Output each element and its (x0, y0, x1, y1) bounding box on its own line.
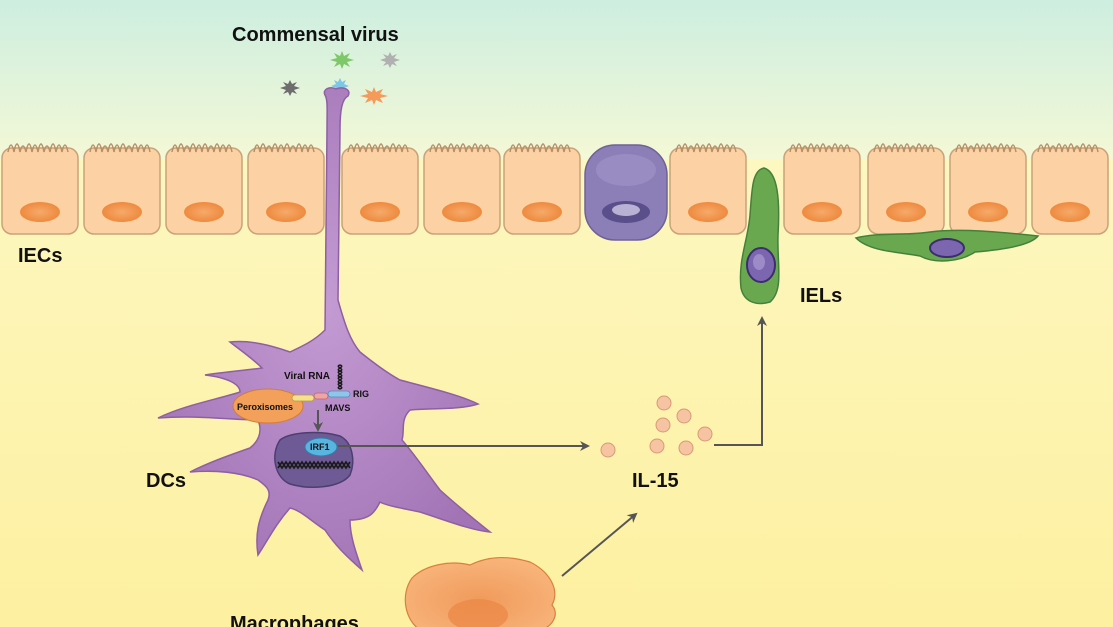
epithelial-cell (247, 143, 325, 235)
mavs-label: MAVS (325, 403, 350, 413)
peroxisomes-label: Peroxisomes (237, 402, 293, 412)
virus-orange-icon (360, 87, 388, 105)
epithelial-cell (949, 143, 1027, 235)
cytokine-dot (649, 438, 665, 454)
goblet-cell (584, 144, 668, 241)
epithelial-cell (867, 143, 945, 235)
virus-dark-icon (280, 80, 300, 96)
dna-strand-icon (277, 460, 351, 470)
virus-grey-icon (380, 52, 400, 68)
dna-strand-icon (277, 460, 351, 470)
epithelial-cell (165, 143, 243, 235)
iel-vertical-cell (739, 167, 780, 305)
mavs-bar (313, 392, 329, 400)
epithelial-cell (669, 143, 747, 235)
cytokine-dot (655, 417, 671, 433)
virus-particles (280, 51, 400, 105)
il15-cytokines (600, 395, 713, 458)
arrows (338, 316, 767, 577)
epithelial-cell (423, 143, 501, 235)
epithelial-cell (83, 143, 161, 235)
mavs-bar (291, 394, 315, 402)
macrophage-cell (404, 556, 556, 627)
viral-rna-icon (337, 364, 343, 390)
cytokine-dot (697, 426, 713, 442)
virus-green-icon (330, 51, 354, 69)
epithelial-cell (503, 143, 581, 235)
macrophages-label: Macrophages (230, 613, 359, 627)
commensal-virus-label: Commensal virus (232, 24, 399, 46)
peroxisome (232, 388, 304, 424)
epithelial-cell (341, 143, 419, 235)
iel-cells (739, 167, 1040, 305)
cytokine-dot (656, 395, 672, 411)
rig-label: RIG (353, 389, 369, 399)
rig-bar (327, 390, 351, 398)
il15-label: IL-15 (632, 470, 679, 492)
iecs-label: IECs (18, 245, 62, 267)
cytokine-dot (678, 440, 694, 456)
irf1-protein (304, 437, 338, 457)
cytokine-dot (676, 408, 692, 424)
dcs-label: DCs (146, 470, 186, 492)
iels-label: IELs (800, 285, 842, 307)
epithelium (1, 143, 1109, 241)
cytokine-dot (600, 442, 616, 458)
macrophage-to-il15-arrow (561, 512, 638, 577)
epithelial-cell (1, 143, 79, 235)
il15-to-iel-arrow (714, 316, 767, 446)
dendritic-cell (157, 87, 493, 573)
lumen-background (0, 0, 1113, 160)
epithelial-cell (1031, 143, 1109, 235)
iel-horizontal-cell (854, 229, 1040, 262)
viral-rna-label: Viral RNA (284, 371, 330, 382)
irf1-label: IRF1 (310, 442, 330, 452)
epithelial-cell (783, 143, 861, 235)
